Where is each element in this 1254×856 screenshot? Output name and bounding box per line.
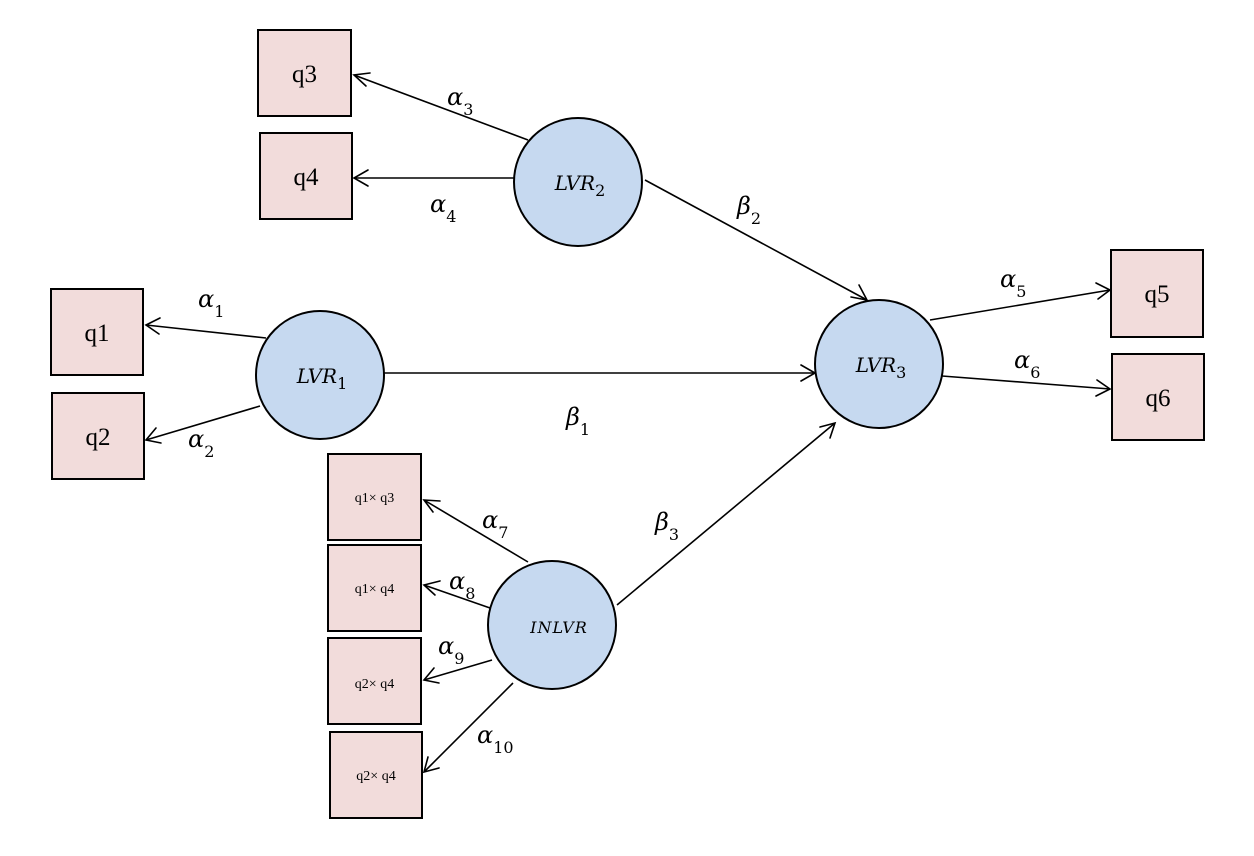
node-inlvr: INLVR (487, 560, 617, 690)
label-alpha6: α6 (1014, 346, 1040, 382)
label-alpha8: α8 (449, 567, 475, 603)
edge-inlvr-q1xq4 (422, 580, 491, 609)
node-lvr2-label: LVR2 (554, 171, 606, 200)
box-q1: q1 (50, 288, 144, 376)
label-alpha1: α1 (198, 285, 224, 321)
label-alpha10: α10 (477, 721, 514, 757)
box-q4-label: q4 (294, 164, 320, 191)
edge-inlvr-q2xq4-a (422, 659, 493, 684)
edge-lvr1-q2 (144, 405, 261, 444)
node-lvr2: LVR2 (513, 117, 643, 247)
label-alpha2: α2 (188, 425, 214, 461)
box-q4: q4 (259, 132, 353, 220)
box-q5-label: q5 (1145, 281, 1170, 308)
label-beta2: β2 (736, 192, 761, 228)
node-lvr1-label: LVR1 (296, 364, 348, 393)
edge-lvr2-q4 (352, 169, 514, 187)
box-q1xq3: q1× q3 (327, 453, 422, 541)
box-q3: q3 (257, 29, 352, 117)
box-q1xq4-label: q1× q4 (355, 582, 394, 597)
edge-lvr3-q6 (941, 375, 1112, 397)
edge-lvr1-q1 (144, 317, 267, 339)
node-lvr3-label: LVR3 (855, 353, 907, 382)
edge-inlvr-q1xq3 (422, 499, 529, 563)
node-lvr1: LVR1 (255, 310, 385, 440)
label-alpha7: α7 (482, 506, 508, 542)
box-q5: q5 (1110, 249, 1204, 338)
box-q6: q6 (1111, 353, 1205, 441)
box-q2xq4-a-label: q2× q4 (355, 677, 394, 692)
edge-lvr1-lvr3 (384, 364, 817, 382)
box-q1xq3-label: q1× q3 (355, 491, 394, 506)
edge-inlvr-q2xq4-b (422, 682, 514, 774)
label-alpha3: α3 (447, 83, 473, 119)
box-q2xq4-b-label: q2× q4 (356, 769, 395, 784)
box-q6-label: q6 (1146, 385, 1171, 412)
node-inlvr-label: INLVR (529, 618, 588, 637)
label-alpha4: α4 (430, 190, 456, 226)
box-q2xq4-b: q2× q4 (329, 731, 423, 819)
box-q2: q2 (51, 392, 145, 480)
label-beta3: β3 (654, 508, 679, 544)
node-lvr3: LVR3 (814, 299, 944, 429)
label-alpha9: α9 (438, 632, 464, 668)
box-q3-label: q3 (292, 61, 317, 88)
edge-lvr2-lvr3 (644, 179, 869, 302)
label-alpha5: α5 (1000, 265, 1026, 301)
box-q1-label: q1 (85, 320, 110, 347)
label-beta1: β1 (565, 403, 590, 439)
edge-lvr2-q3 (352, 72, 529, 141)
edge-inlvr-lvr3 (616, 421, 837, 606)
box-q2xq4-a: q2× q4 (327, 637, 422, 725)
box-q1xq4: q1× q4 (327, 544, 422, 632)
box-q2-label: q2 (86, 424, 111, 451)
